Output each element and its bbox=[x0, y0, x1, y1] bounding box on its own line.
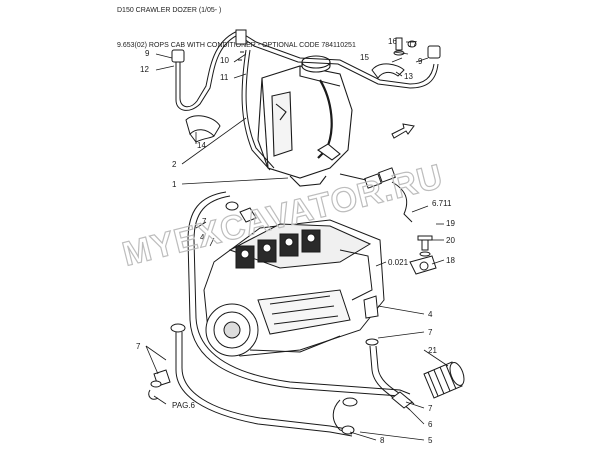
callout-21: 21 bbox=[428, 346, 437, 355]
callout-17: 17 bbox=[408, 40, 417, 49]
callout-20: 20 bbox=[446, 236, 455, 245]
page-reference: PAG.6 bbox=[172, 401, 196, 410]
electrical-connectors bbox=[339, 167, 413, 223]
drawing-subtitle: 9.653(02) ROPS CAB WITH CONDITIONER - OP… bbox=[117, 42, 356, 49]
heater-hoses-lower bbox=[175, 191, 415, 437]
callout-7-mid: 7 bbox=[428, 328, 433, 337]
corrugated-hose-21-part bbox=[423, 361, 465, 399]
callout-11: 11 bbox=[220, 73, 229, 82]
callout-18: 18 bbox=[446, 256, 455, 265]
coolant-tank bbox=[257, 55, 353, 187]
callouts: 9 12 14 2 1 10 11 16 17 15 9 13 7 4 6.71… bbox=[136, 37, 455, 445]
fittings bbox=[148, 201, 413, 435]
mounting-parts-18-19-20 bbox=[409, 235, 437, 275]
bracket-15-part bbox=[371, 37, 417, 79]
drawing-title: D150 CRAWLER DOZER (1/05- ) bbox=[117, 7, 222, 14]
callout-8: 8 bbox=[380, 436, 385, 445]
callout-14: 14 bbox=[197, 141, 206, 150]
callout-9-right: 9 bbox=[418, 57, 423, 66]
callout-16: 16 bbox=[388, 37, 397, 46]
callout-7-upper: 7 bbox=[202, 217, 207, 226]
callout-5: 5 bbox=[428, 436, 433, 445]
callout-6: 6 bbox=[428, 420, 433, 429]
callout-9-left: 9 bbox=[145, 49, 150, 58]
heater-hoses-upper bbox=[171, 29, 441, 171]
callout-19: 19 bbox=[446, 219, 455, 228]
leader-lines bbox=[145, 41, 449, 441]
callout-4-lower: 4 bbox=[428, 310, 433, 319]
callout-4-upper: 4 bbox=[200, 233, 205, 242]
callout-13: 13 bbox=[404, 72, 413, 81]
callout-12: 12 bbox=[140, 65, 149, 74]
engine-block bbox=[203, 219, 385, 357]
clamp-14-part bbox=[185, 115, 221, 143]
callout-10: 10 bbox=[220, 56, 229, 65]
callout-0-021: 0.021 bbox=[388, 258, 409, 267]
direction-arrow-icon bbox=[391, 123, 415, 139]
callout-7-left: 7 bbox=[136, 342, 141, 351]
callout-15: 15 bbox=[360, 53, 369, 62]
callout-2: 2 bbox=[172, 160, 177, 169]
callout-6-711: 6.711 bbox=[432, 199, 452, 208]
callout-7-lower: 7 bbox=[428, 404, 433, 413]
callout-1: 1 bbox=[172, 180, 177, 189]
